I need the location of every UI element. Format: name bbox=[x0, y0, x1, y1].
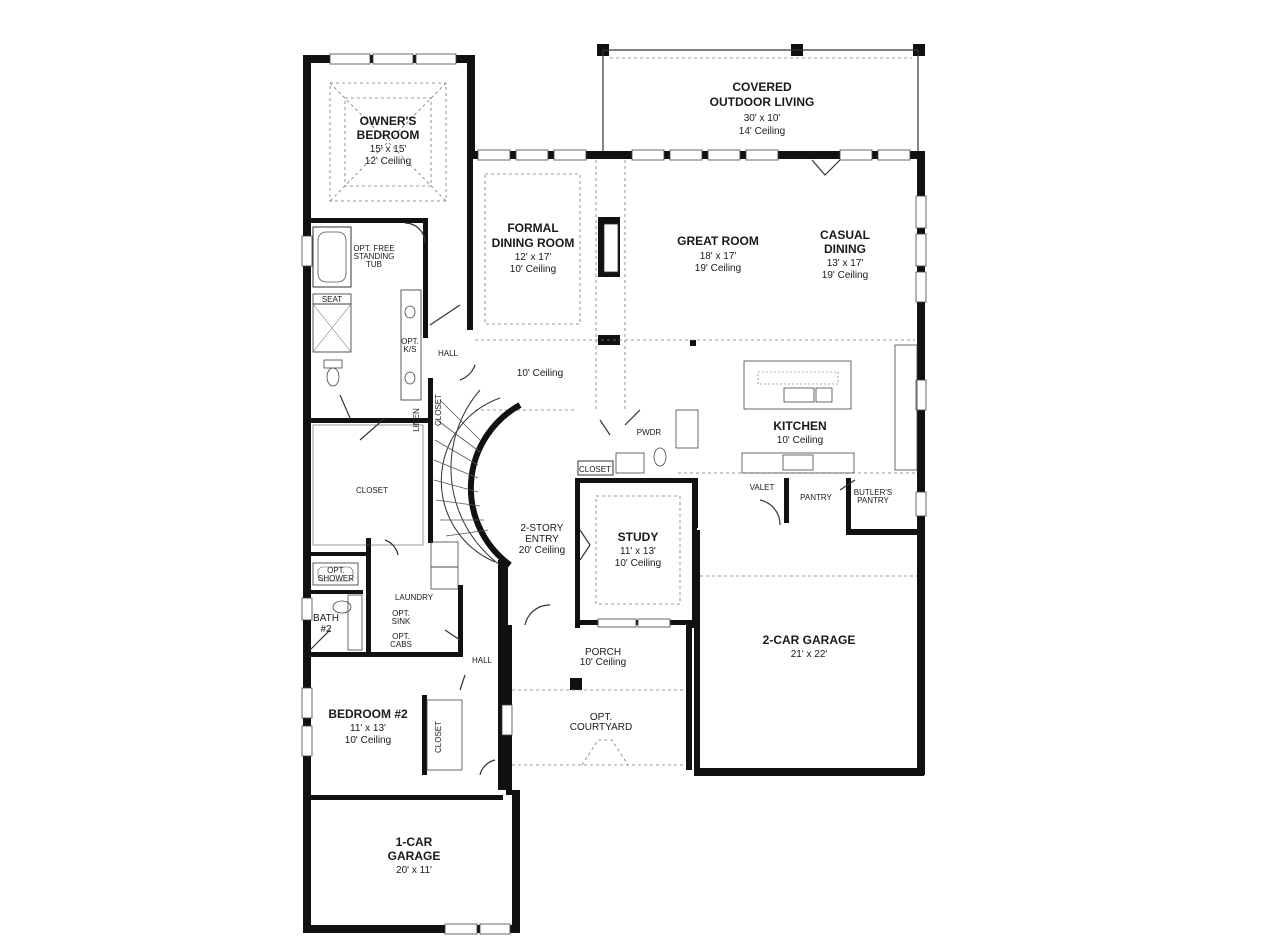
casual-dining-dims: 13' x 17' bbox=[827, 258, 864, 269]
formal-dining-ceiling: 10' Ceiling bbox=[510, 264, 556, 275]
courtyard-label-2: COURTYARD bbox=[570, 722, 632, 733]
casual-dining-ceiling: 19' Ceiling bbox=[822, 270, 868, 281]
hall-upper-label: HALL bbox=[438, 349, 459, 358]
bath2-label-1: BATH bbox=[313, 613, 339, 624]
garage1-label: 1-CAR bbox=[396, 835, 433, 849]
study-dims: 11' x 13' bbox=[620, 546, 656, 557]
butlers-pantry-label-2: PANTRY bbox=[857, 496, 889, 505]
curved-stair bbox=[433, 389, 522, 568]
exterior-walls bbox=[303, 44, 925, 933]
entry-ceiling: 20' Ceiling bbox=[519, 545, 565, 556]
valet-label: VALET bbox=[750, 483, 775, 492]
owners-bedroom-dims: 15' x 15' bbox=[370, 144, 407, 155]
formal-dining-label: FORMAL bbox=[507, 221, 558, 235]
closet-vertical-label: CLOSET bbox=[434, 394, 443, 426]
laundry-label: LAUNDRY bbox=[395, 593, 434, 602]
garage1-label-2: GARAGE bbox=[388, 849, 441, 863]
kitchen-label: KITCHEN bbox=[773, 419, 826, 433]
opt-ks-label-2: K/S bbox=[404, 345, 417, 354]
closet-bed2-label: CLOSET bbox=[434, 721, 443, 753]
bedroom2-label: BEDROOM #2 bbox=[328, 707, 408, 721]
garage2-dims: 21' x 22' bbox=[791, 649, 828, 660]
opt-sink-label-1: OPT. bbox=[392, 609, 410, 618]
formal-dining-dims: 12' x 17' bbox=[515, 252, 552, 263]
bedroom2-dims: 11' x 13' bbox=[350, 723, 386, 734]
ceiling-outlines bbox=[329, 82, 917, 766]
linen-label: LINEN bbox=[412, 408, 421, 432]
study-label: STUDY bbox=[618, 530, 659, 544]
covered-outdoor-living-dims: 30' x 10' bbox=[744, 113, 781, 124]
butlers-pantry-label-1: BUTLER'S bbox=[854, 488, 892, 497]
opt-shower-label-1: OPT. bbox=[327, 566, 345, 575]
seat-label: SEAT bbox=[322, 295, 342, 304]
entry-label: 2-STORY bbox=[521, 523, 564, 534]
formal-dining-label-2: DINING ROOM bbox=[492, 236, 575, 250]
kitchen-ceiling: 10' Ceiling bbox=[777, 435, 823, 446]
opt-shower-label-2: SHOWER bbox=[318, 574, 354, 583]
hall-lower-label: HALL bbox=[472, 656, 493, 665]
great-room-dims: 18' x 17' bbox=[700, 251, 737, 262]
covered-outdoor-living-outline bbox=[602, 49, 919, 152]
covered-outdoor-living-ceiling: 14' Ceiling bbox=[739, 126, 785, 137]
owner-closet-label: CLOSET bbox=[356, 486, 388, 495]
bedroom2-ceiling: 10' Ceiling bbox=[345, 735, 391, 746]
opt-cabs-label-2: CABS bbox=[390, 640, 412, 649]
opt-tub-label-1: OPT. FREE bbox=[353, 244, 394, 253]
pwdr-label: PWDR bbox=[637, 428, 662, 437]
garage2-label: 2-CAR GARAGE bbox=[763, 633, 856, 647]
gallery-ceiling: 10' Ceiling bbox=[517, 368, 563, 379]
pantry-label: PANTRY bbox=[800, 493, 832, 502]
closet-small-label: CLOSET bbox=[579, 465, 611, 474]
great-room-label: GREAT ROOM bbox=[677, 234, 759, 248]
porch-ceiling: 10' Ceiling bbox=[580, 657, 626, 668]
opt-ks-label-1: OPT. bbox=[401, 337, 419, 346]
fixtures bbox=[312, 223, 918, 771]
doors bbox=[309, 159, 856, 776]
small-labels: OPT. FREE STANDING TUB SEAT OPT. K/S HAL… bbox=[313, 244, 892, 753]
casual-dining-label: CASUAL bbox=[820, 228, 870, 242]
study-ceiling: 10' Ceiling bbox=[615, 558, 661, 569]
owners-bedroom-label: OWNER'S bbox=[360, 114, 417, 128]
covered-outdoor-living-label-2: OUTDOOR LIVING bbox=[710, 95, 815, 109]
great-room-ceiling: 19' Ceiling bbox=[695, 263, 741, 274]
bath2-label-2: #2 bbox=[320, 624, 332, 635]
garage1-dims: 20' x 11' bbox=[396, 865, 432, 876]
courtyard-label: OPT. bbox=[590, 712, 612, 723]
owners-bedroom-ceiling: 12' Ceiling bbox=[365, 156, 411, 167]
casual-dining-label-2: DINING bbox=[824, 242, 866, 256]
entry-label-2: ENTRY bbox=[525, 534, 559, 545]
opt-sink-label-2: SINK bbox=[392, 617, 411, 626]
opt-cabs-label-1: OPT. bbox=[392, 632, 410, 641]
opt-tub-label-3: TUB bbox=[366, 260, 382, 269]
owners-bedroom-label-2: BEDROOM bbox=[357, 128, 420, 142]
covered-outdoor-living-label: COVERED bbox=[732, 80, 792, 94]
opt-tub-label-2: STANDING bbox=[354, 252, 395, 261]
room-labels: COVERED OUTDOOR LIVING 30' x 10' 14' Cei… bbox=[328, 80, 870, 876]
windows bbox=[301, 53, 927, 935]
porch-label: PORCH bbox=[585, 647, 621, 658]
